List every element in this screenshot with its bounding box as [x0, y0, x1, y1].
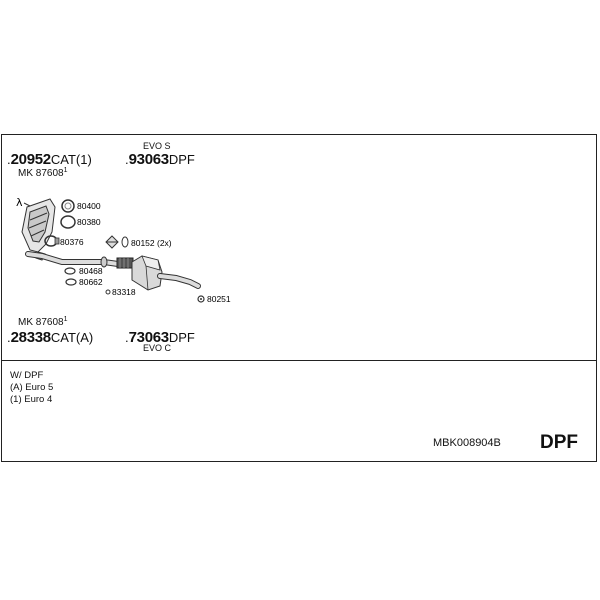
clamp-80376 [44, 235, 60, 247]
label-83318: 83318 [112, 287, 136, 297]
clamp-80152 [105, 235, 129, 249]
part-number-top-left: .20952CAT(1) [7, 151, 92, 168]
lambda-lead-line [23, 202, 31, 207]
label-80152: 80152 (2x) [131, 238, 172, 248]
diagram-frame [1, 134, 597, 462]
gasket-80400 [61, 199, 75, 213]
part-number-top-right: .93063DPF [125, 151, 195, 168]
tail-pipe [157, 273, 201, 289]
flexible-joint [116, 257, 134, 269]
clamp-80468 [64, 267, 76, 275]
part-number-bottom-right: .73063DPF [125, 329, 195, 346]
label-80662: 80662 [79, 277, 103, 287]
notes-block: W/ DPF (A) Euro 5 (1) Euro 4 [10, 370, 53, 406]
note-line: (A) Euro 5 [10, 382, 54, 393]
gasket-80662 [65, 278, 77, 286]
label-80400: 80400 [77, 201, 101, 211]
note-line: (1) Euro 4 [10, 394, 53, 405]
kit-type-label: DPF [540, 432, 578, 453]
label-80251: 80251 [207, 294, 231, 304]
label-80376: 80376 [60, 237, 84, 247]
notes-divider [1, 360, 597, 361]
lambda-symbol: λ [16, 196, 23, 209]
kit-code: MBK008904B [433, 437, 501, 449]
bolt-83318 [105, 289, 111, 295]
label-80380: 80380 [77, 217, 101, 227]
part-number-bottom-left: .28338CAT(A) [7, 329, 94, 346]
dpf-body [131, 255, 163, 291]
note-line: W/ DPF [10, 370, 44, 381]
gasket-80380 [60, 215, 76, 229]
mk-label-top: MK 876081 [18, 167, 68, 179]
front-pipe [25, 251, 121, 268]
label-80468: 80468 [79, 266, 103, 276]
catalytic-converter [21, 198, 56, 261]
evo-s-label: EVO S [143, 141, 171, 151]
rubber-mount-80251 [197, 295, 205, 303]
mk-label-bottom: MK 876081 [18, 316, 68, 328]
evo-c-label: EVO C [143, 343, 172, 353]
